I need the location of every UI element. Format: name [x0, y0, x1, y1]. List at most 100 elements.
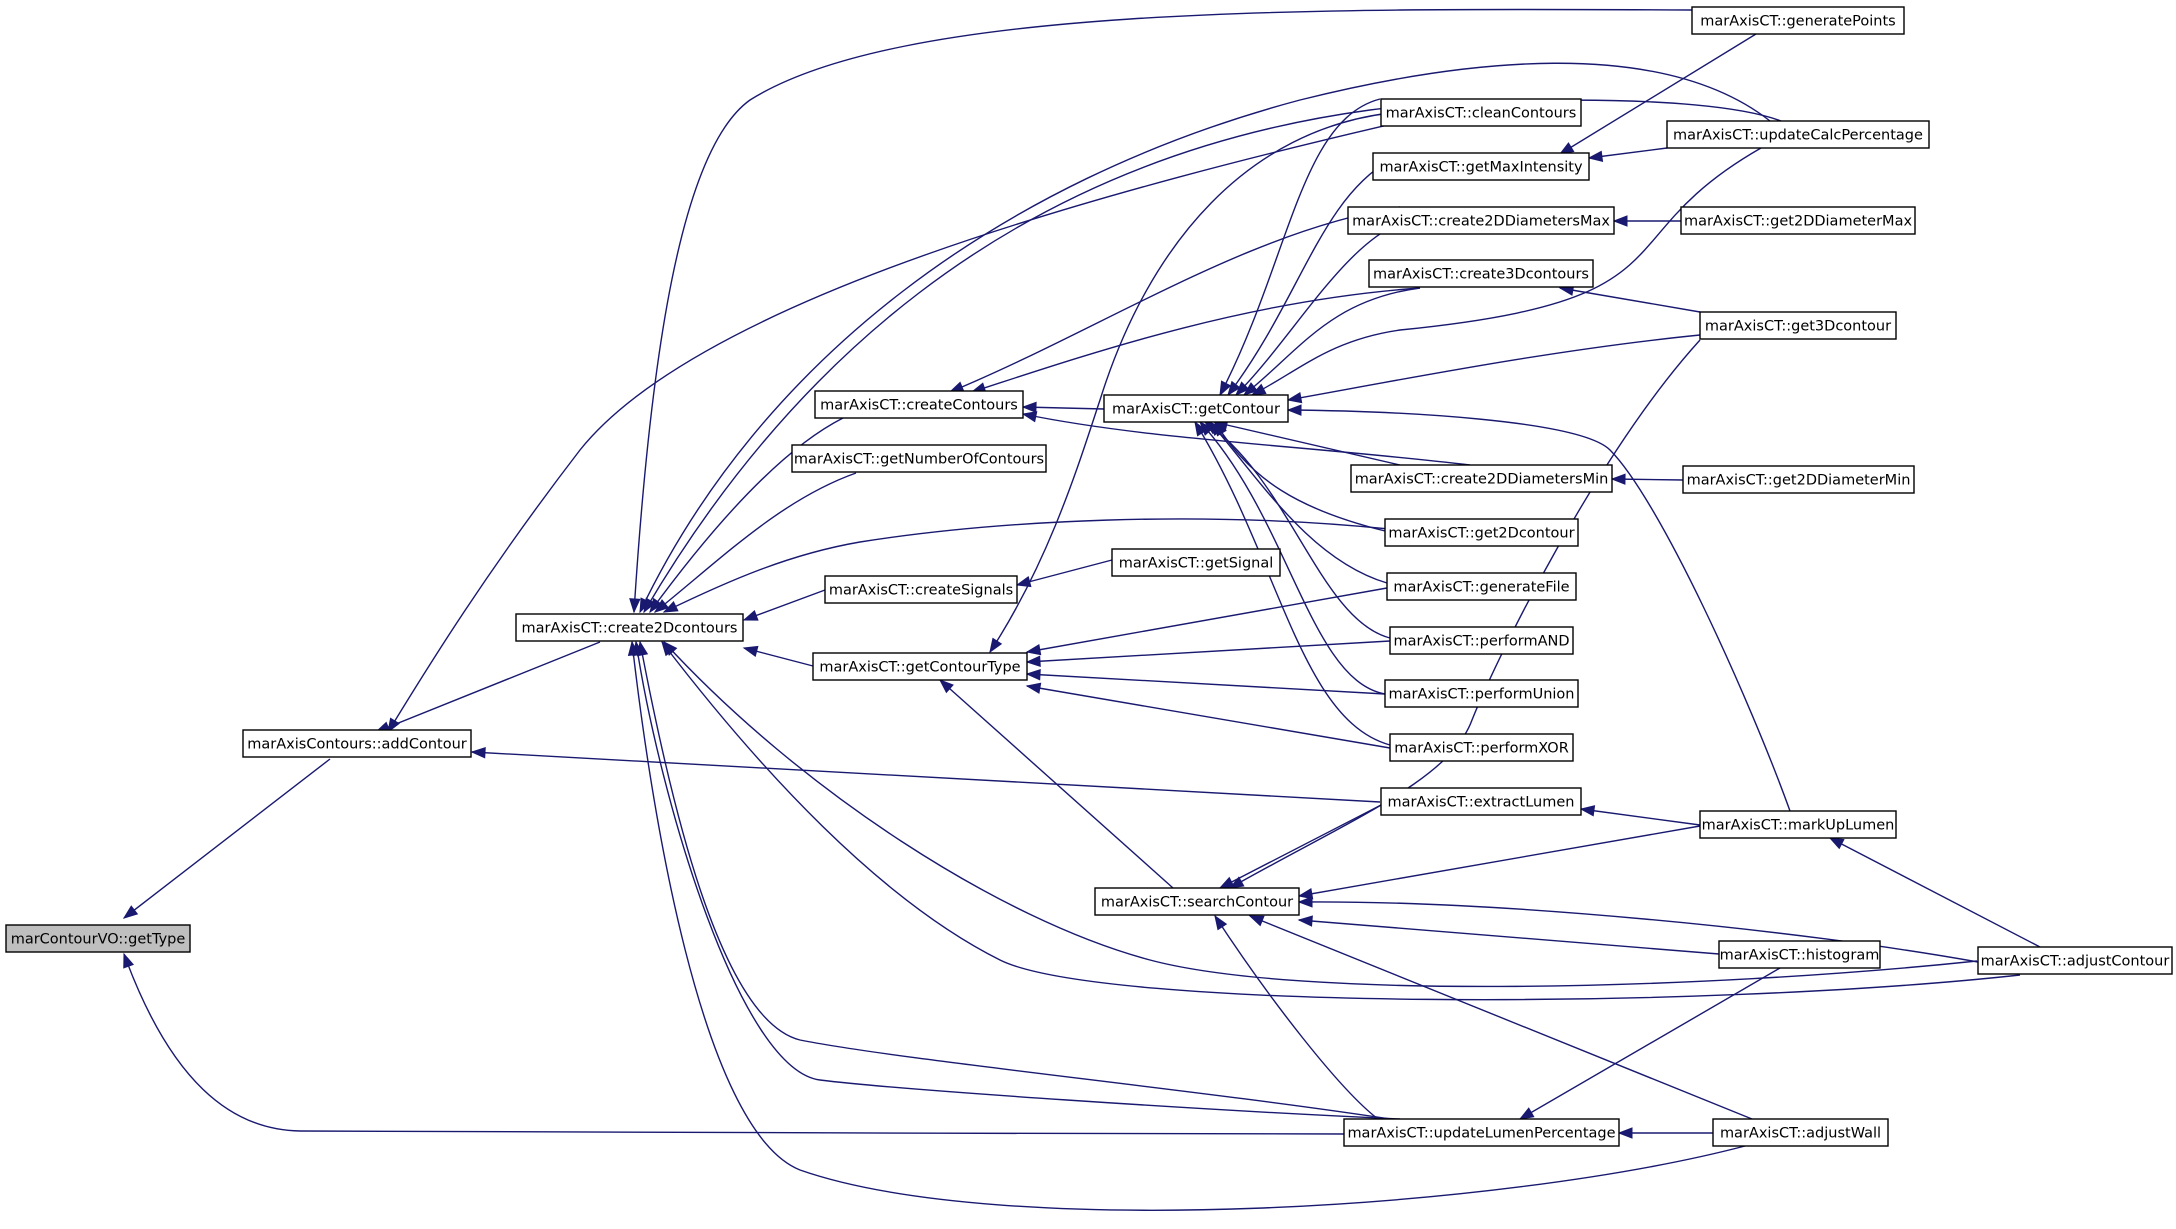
node-box — [1699, 810, 1897, 839]
node-extract-lumen[interactable]: marAxisCT::extractLumen — [1380, 787, 1582, 816]
call-edge — [1016, 559, 1113, 586]
call-edge — [654, 472, 857, 613]
arrowhead — [1297, 915, 1313, 927]
node-generate-file[interactable]: marAxisCT::generateFile — [1386, 572, 1577, 601]
node-label: marAxisCT::generateFile — [1393, 580, 1569, 596]
node-create-3-dcontours[interactable]: marAxisCT::create3Dcontours — [1368, 259, 1594, 288]
node-box — [1372, 152, 1590, 181]
call-edge — [123, 758, 331, 919]
arrowhead — [470, 747, 486, 759]
arrowhead — [1579, 805, 1596, 817]
node-label: marAxisCT::create3Dcontours — [1373, 267, 1589, 283]
node-add-contour[interactable]: marAxisContours::addContour — [242, 729, 472, 758]
node-box — [814, 390, 1024, 419]
node-get-contour-type[interactable]: marAxisCT::getContourType — [812, 652, 1028, 681]
node-label: marAxisCT::getSignal — [1119, 556, 1274, 572]
node-search-contour[interactable]: marAxisCT::searchContour — [1094, 887, 1300, 916]
node-label: marAxisCT::createSignals — [829, 583, 1013, 599]
call-edge — [939, 679, 1174, 889]
node-label: marAxisCT::histogram — [1720, 948, 1880, 964]
node-label: marAxisCT::searchContour — [1101, 895, 1293, 911]
node-label: marAxisCT::adjustWall — [1720, 1126, 1881, 1142]
node-box — [1712, 1118, 1889, 1147]
node-histogram[interactable]: marAxisCT::histogram — [1718, 940, 1881, 969]
node-box — [1384, 679, 1579, 708]
call-edge — [1829, 837, 2041, 948]
call-edge — [1249, 915, 1753, 1120]
node-create-contours[interactable]: marAxisCT::createContours — [814, 390, 1024, 419]
node-get-max-intensity[interactable]: marAxisCT::getMaxIntensity — [1372, 152, 1590, 181]
arrowhead — [1297, 888, 1314, 900]
call-edge — [1227, 159, 1391, 396]
call-edge — [663, 518, 1390, 613]
node-mark-up-lumen[interactable]: marAxisCT::markUpLumen — [1699, 810, 1897, 839]
arrowhead — [1286, 391, 1303, 404]
node-label: marAxisCT::get2Dcontour — [1388, 526, 1574, 542]
node-get-2-d-diameter-max[interactable]: marAxisCT::get2DDiameterMax — [1680, 206, 1916, 235]
arrowhead — [122, 905, 139, 919]
call-edge — [1022, 413, 1471, 466]
node-box — [1380, 98, 1582, 127]
node-update-calc-percentage[interactable]: marAxisCT::updateCalcPercentage — [1666, 120, 1930, 149]
arrowhead — [1021, 411, 1038, 423]
call-edge — [1026, 673, 1386, 695]
call-edge — [989, 112, 1391, 653]
call-edge — [1287, 334, 1701, 401]
arrowhead — [742, 609, 759, 621]
arrowhead — [989, 637, 1003, 654]
node-perform-union[interactable]: marAxisCT::performUnion — [1384, 679, 1579, 708]
node-perform-x-o-r[interactable]: marAxisCT::performXOR — [1389, 733, 1574, 762]
call-edge — [375, 641, 601, 733]
node-label: marAxisCT::getMaxIntensity — [1379, 160, 1583, 176]
node-create-2-d-diameters-min[interactable]: marAxisCT::create2DDiametersMin — [1350, 464, 1613, 493]
node-get-signal[interactable]: marAxisCT::getSignal — [1111, 548, 1281, 577]
node-label: marAxisCT::performXOR — [1394, 741, 1569, 757]
arrowhead — [1587, 150, 1604, 162]
arrowhead — [1610, 473, 1626, 485]
call-edge — [639, 62, 1771, 613]
node-label: marContourVO::getType — [11, 932, 186, 948]
call-edge — [1235, 215, 1421, 396]
node-create-2-dcontours[interactable]: marAxisCT::create2Dcontours — [515, 613, 744, 642]
node-create-signals[interactable]: marAxisCT::createSignals — [824, 575, 1018, 604]
arrowhead — [742, 645, 759, 657]
node-clean-contours[interactable]: marAxisCT::cleanContours — [1380, 98, 1582, 127]
call-edge — [1229, 339, 1701, 889]
call-edge — [649, 417, 844, 613]
node-get-2-d-diameter-min[interactable]: marAxisCT::get2DDiameterMin — [1682, 465, 1915, 494]
node-update-lumen-percentage[interactable]: marAxisCT::updateLumenPercentage — [1343, 1118, 1620, 1147]
node-box — [824, 575, 1018, 604]
node-box — [1384, 518, 1579, 547]
node-get-number-of-contours[interactable]: marAxisCT::getNumberOfContours — [791, 444, 1047, 473]
arrowhead — [649, 597, 663, 614]
node-box — [1389, 733, 1574, 762]
call-edge — [971, 287, 1421, 393]
arrowhead — [1227, 380, 1241, 397]
call-edge — [1519, 967, 1781, 1120]
call-edge — [1580, 808, 1701, 826]
node-adjust-wall[interactable]: marAxisCT::adjustWall — [1712, 1118, 1889, 1147]
node-get-2-dcontour[interactable]: marAxisCT::get2Dcontour — [1384, 518, 1579, 547]
arrowhead — [1235, 381, 1250, 396]
node-get-contour[interactable]: marAxisCT::getContour — [1103, 394, 1289, 423]
arrowhead — [1194, 420, 1207, 437]
node-perform-a-n-d[interactable]: marAxisCT::performAND — [1389, 626, 1574, 655]
call-edge — [1026, 640, 1391, 663]
arrowhead — [1617, 1127, 1633, 1139]
call-edge — [663, 641, 1978, 988]
node-box — [1718, 940, 1881, 969]
node-generate-points[interactable]: marAxisCT::generatePoints — [1691, 6, 1905, 35]
node-create-2-d-diameters-max[interactable]: marAxisCT::create2DDiametersMax — [1347, 206, 1615, 235]
node-box — [1350, 464, 1613, 493]
arrowhead — [1025, 643, 1042, 656]
node-get-3-dcontour[interactable]: marAxisCT::get3Dcontour — [1699, 311, 1897, 340]
node-box — [812, 652, 1028, 681]
arrowhead — [1242, 382, 1259, 396]
call-edge — [1559, 33, 1757, 155]
call-edge — [639, 641, 1391, 1120]
node-get-type[interactable]: marContourVO::getType — [5, 924, 191, 953]
node-adjust-contour[interactable]: marAxisCT::adjustContour — [1977, 946, 2173, 975]
arrowhead — [938, 679, 954, 694]
node-box — [1386, 572, 1577, 601]
arrowhead — [1025, 655, 1041, 667]
